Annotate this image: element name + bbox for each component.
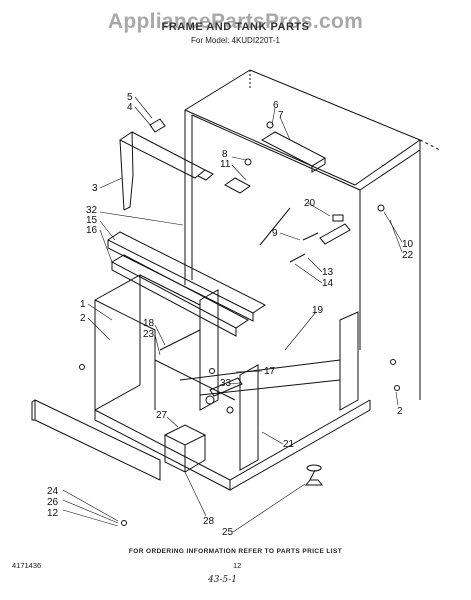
callout-15: 15	[86, 215, 98, 226]
callout-23: 23	[143, 329, 155, 340]
base-frame	[94, 274, 371, 491]
callout-11: 11	[220, 159, 231, 170]
callout-18: 18	[143, 318, 155, 329]
diagram-title: FRAME AND TANK PARTS	[161, 21, 310, 33]
callout-numbers: 5 4 3 32 15 16 1 2 18 23 8 11 6 7 20 9 1…	[47, 92, 414, 538]
callout-5: 5	[127, 92, 133, 103]
callout-4: 4	[127, 102, 133, 113]
callout-25: 25	[222, 527, 234, 538]
callout-7: 7	[278, 110, 284, 121]
document-code: 4171436	[12, 561, 42, 570]
page-number: 12	[233, 561, 242, 570]
callout-6: 6	[273, 100, 279, 111]
callout-21: 21	[283, 439, 295, 450]
leveling-leg	[304, 464, 324, 486]
callout-9: 9	[272, 228, 278, 239]
callout-1: 1	[80, 299, 86, 310]
callout-32: 32	[86, 205, 98, 216]
callout-20: 20	[304, 198, 316, 209]
callout-13: 13	[322, 267, 334, 278]
leader-lines	[62, 96, 403, 533]
toe-kick-panel	[31, 399, 161, 481]
callout-22: 22	[402, 250, 414, 261]
callout-28: 28	[203, 516, 215, 527]
screws	[79, 359, 400, 526]
handwritten-mark: 43-5-1	[208, 575, 237, 585]
callout-19: 19	[312, 305, 324, 316]
tank-box	[184, 69, 441, 400]
callout-33: 33	[220, 378, 232, 389]
ordering-note: FOR ORDERING INFORMATION REFER TO PARTS …	[128, 548, 343, 555]
callout-3: 3	[92, 183, 98, 194]
callout-17: 17	[264, 366, 276, 377]
callout-14: 14	[322, 278, 334, 289]
callout-10: 10	[402, 239, 414, 250]
bracket-33	[209, 377, 243, 397]
top-frame-rail	[119, 118, 214, 211]
callout-24: 24	[47, 486, 59, 497]
watermark: AppliancePartsPros.com	[107, 10, 364, 33]
model-line: For Model: 4KUDI220T-1	[191, 36, 280, 45]
callout-16: 16	[86, 225, 98, 236]
callout-26: 26	[47, 497, 59, 508]
side-rails	[107, 207, 291, 337]
callout-27: 27	[156, 410, 168, 421]
top-brackets	[224, 121, 385, 263]
callout-12: 12	[47, 508, 59, 519]
callout-8: 8	[222, 149, 228, 160]
callout-2: 2	[80, 313, 86, 324]
callout-2b: 2	[397, 406, 403, 417]
control-box	[163, 424, 207, 473]
